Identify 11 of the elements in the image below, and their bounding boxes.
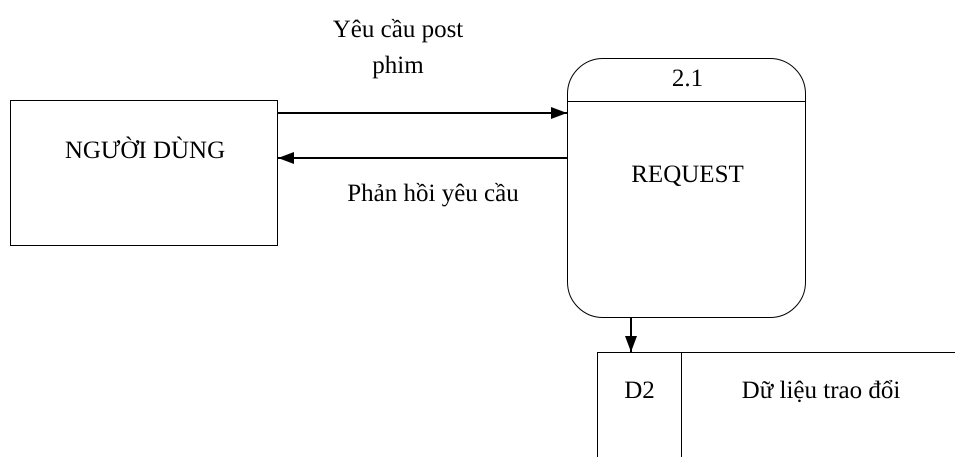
arrow [625, 318, 637, 352]
process-number: 2.1 [670, 64, 704, 94]
store-id: D2 [623, 376, 656, 406]
arrow [278, 107, 567, 119]
entity-label: NGƯỜI DÙNG [64, 136, 226, 166]
process-label: REQUEST [630, 160, 745, 190]
arrow [278, 152, 567, 164]
entity-box [10, 100, 278, 246]
data-store [597, 352, 955, 457]
store-label: Dữ liệu trao đổi [740, 376, 902, 406]
process-box [567, 58, 806, 318]
